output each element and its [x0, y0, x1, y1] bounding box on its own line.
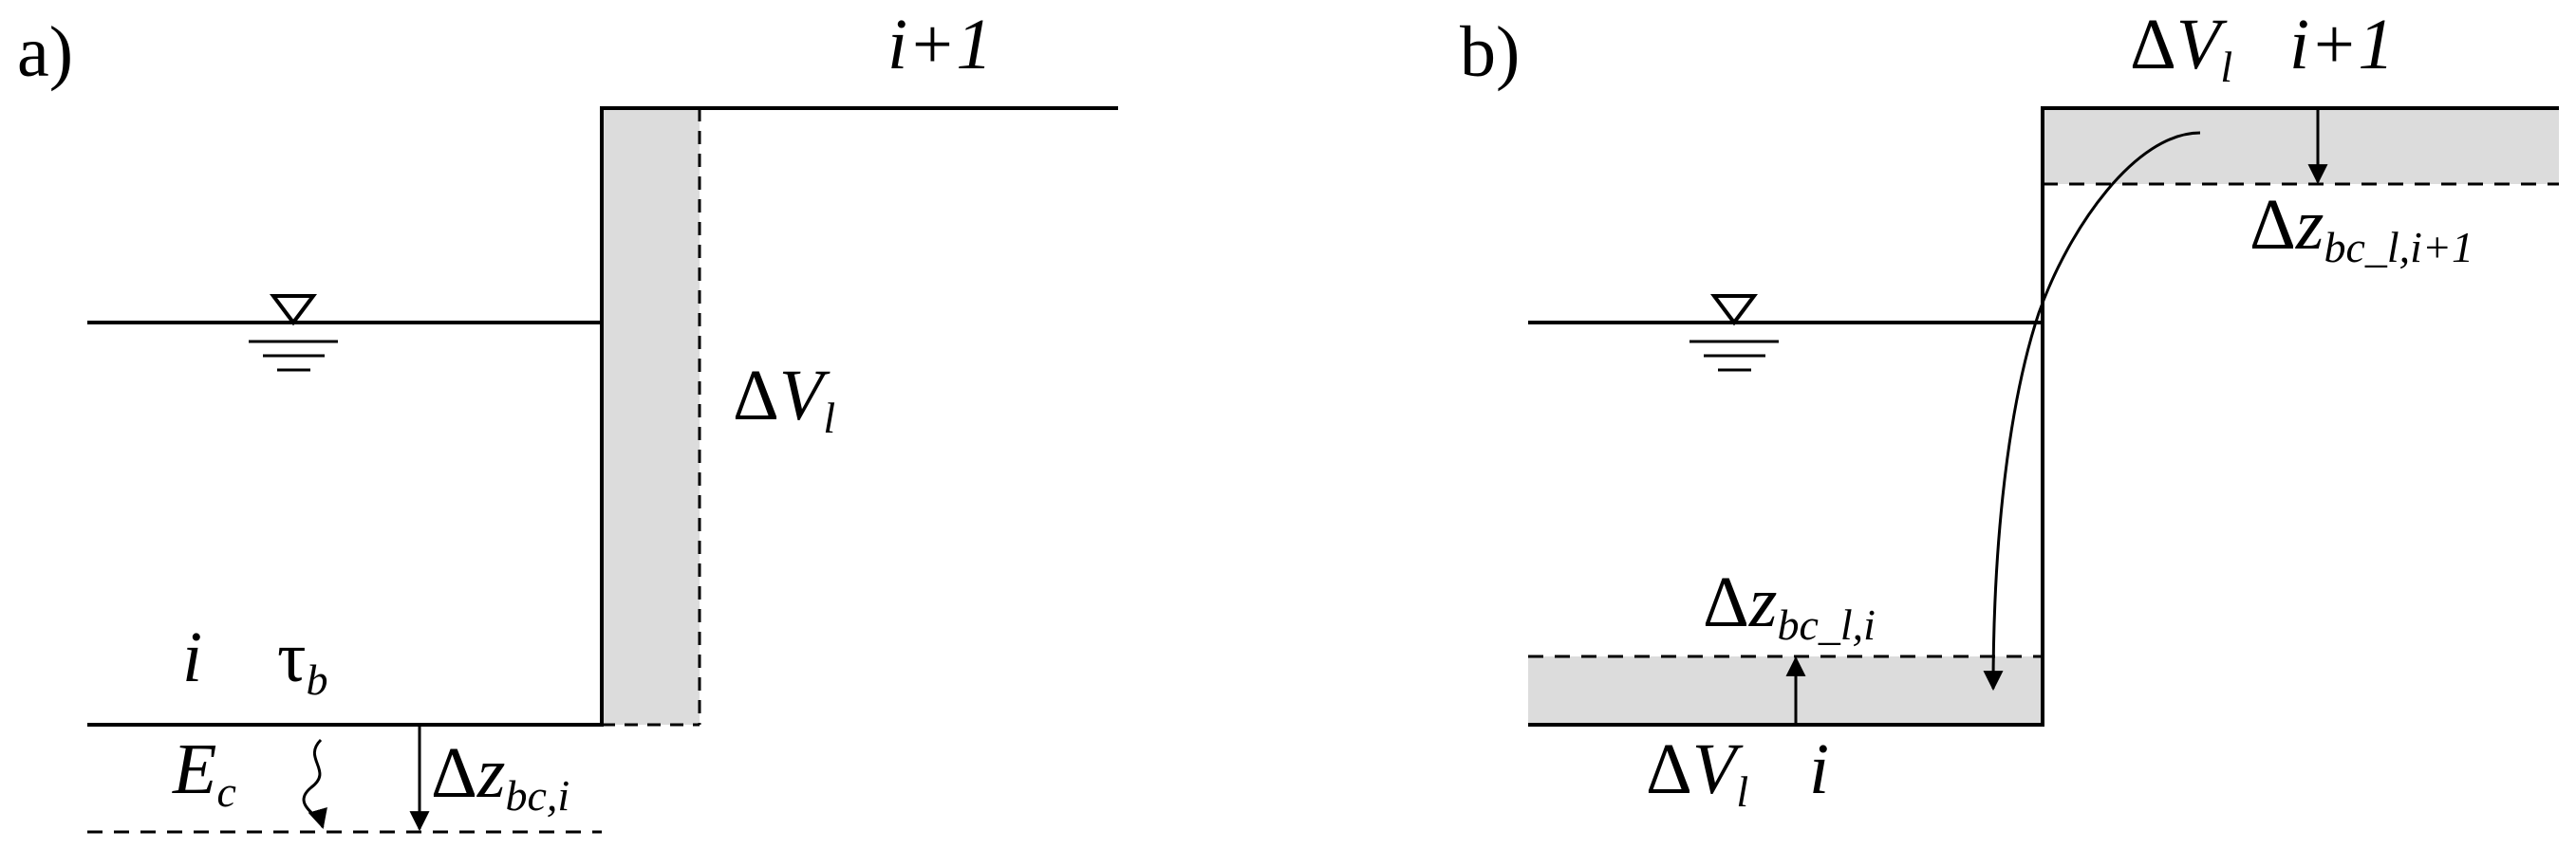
top-failed-volume-var: V	[2176, 5, 2228, 84]
panel-b-cell-next-label: i+1	[2289, 5, 2394, 84]
panel-a-letter: a)	[17, 12, 73, 92]
tau-symbol: τ	[277, 618, 307, 697]
upper-bed-change-subscript: bc_l,i+1	[2324, 223, 2473, 271]
upper-bank-lowered-layer	[2043, 108, 2559, 184]
failed-volume-var: V	[779, 356, 831, 435]
panel-a-cell-next-label: i+1	[887, 5, 992, 84]
failed-volume-subscript: l	[823, 394, 835, 442]
erosion-symbol: E	[172, 729, 216, 809]
bed-change-subscript: bc,i	[505, 771, 569, 820]
lower-bed-change-label: Δzbc_l,i	[1703, 563, 1876, 649]
bed-change-var: z	[476, 733, 506, 813]
bottom-failed-volume-delta: Δ	[1646, 729, 1692, 809]
panel-b: b) ΔVl i+1 Δzbc_l,i+1 Δzbc_l,i ΔVl i	[1460, 5, 2559, 816]
bank-profile-line	[87, 106, 1118, 727]
erosion-squiggle-arrow	[302, 738, 327, 830]
failed-volume-label: ΔVl	[733, 356, 835, 442]
lower-bed-change-subscript: bc_l,i	[1777, 600, 1875, 649]
panel-b-letter: b)	[1460, 12, 1520, 92]
lower-bed-change-delta: Δ	[1703, 563, 1749, 642]
upper-bed-change-var: z	[2295, 185, 2324, 265]
panel-b-cell-label: i	[1809, 729, 1829, 809]
bottom-failed-volume-var: V	[1692, 729, 1744, 809]
bed-change-label: Δzbc,i	[431, 733, 569, 820]
bank-failure-slab	[602, 108, 700, 725]
bottom-failed-volume-label: ΔVl	[1646, 729, 1748, 816]
failed-volume-delta: Δ	[733, 356, 779, 435]
erosion-rate-label: Ec	[172, 729, 236, 816]
upper-bed-change-label: Δzbc_l,i+1	[2249, 185, 2473, 271]
upper-bed-change-delta: Δ	[2249, 185, 2296, 265]
panel-a: a) i+1 i τb Ec Δzbc,i ΔVl	[17, 5, 1118, 834]
lower-bed-deposit-layer	[1528, 656, 2043, 725]
bottom-failed-volume-subscript: l	[1736, 767, 1748, 816]
water-level-icon	[249, 294, 338, 372]
top-failed-volume-label: ΔVl	[2130, 5, 2232, 91]
lower-bed-change-var: z	[1748, 563, 1778, 642]
erosion-subscript: c	[216, 767, 235, 816]
cell-i-label: i	[182, 618, 202, 697]
bed-shear-stress-label: τb	[277, 618, 328, 704]
top-failed-volume-subscript: l	[2220, 43, 2232, 91]
tau-subscript: b	[307, 655, 328, 704]
volume-transfer-arrow	[1983, 131, 2201, 692]
bed-change-delta: Δ	[431, 733, 477, 813]
water-level-icon-b	[1689, 294, 1779, 372]
top-failed-volume-delta: Δ	[2130, 5, 2176, 84]
bank-profile-line-b	[1528, 106, 2559, 727]
